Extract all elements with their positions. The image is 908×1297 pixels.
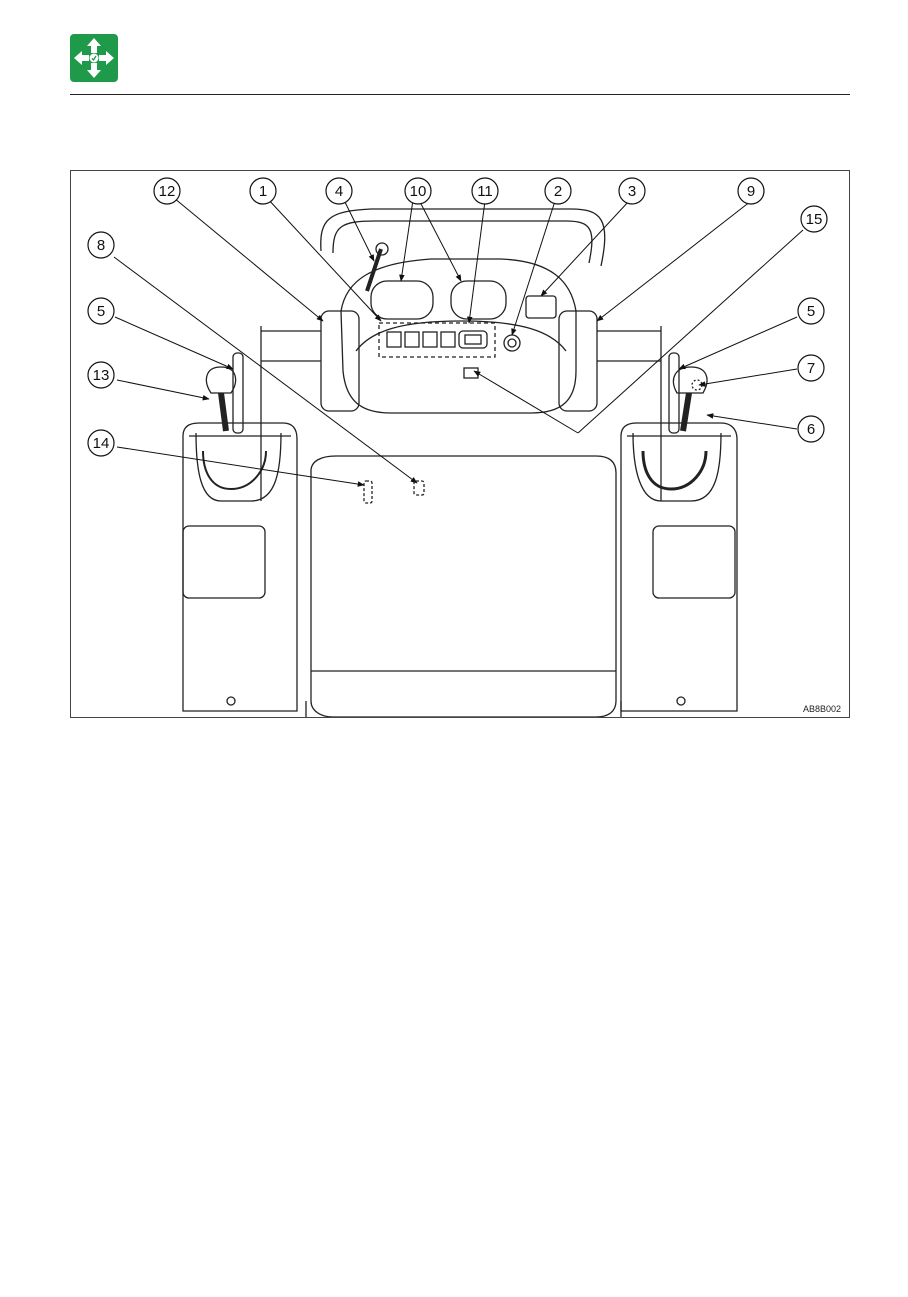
svg-text:1: 1 xyxy=(259,183,267,200)
operator-controls-figure: 12 1 4 10 11 2 xyxy=(70,170,850,718)
callout-3: 3 xyxy=(618,177,646,205)
callouts: 12 1 4 10 11 2 xyxy=(87,177,828,457)
section-icon xyxy=(70,34,118,82)
callout-1: 1 xyxy=(249,177,277,205)
svg-text:7: 7 xyxy=(807,360,815,377)
callout-6: 6 xyxy=(797,415,825,443)
callout-13: 13 xyxy=(87,361,115,389)
svg-text:12: 12 xyxy=(159,183,176,200)
callout-14: 14 xyxy=(87,429,115,457)
svg-text:14: 14 xyxy=(93,435,110,452)
svg-text:3: 3 xyxy=(628,183,636,200)
figure-id: AB8B002 xyxy=(803,704,841,714)
svg-text:4: 4 xyxy=(335,183,343,200)
operator-controls-drawing: 12 1 4 10 11 2 xyxy=(87,177,841,717)
svg-text:8: 8 xyxy=(97,237,105,254)
svg-text:11: 11 xyxy=(477,183,493,200)
callout-8: 8 xyxy=(87,231,115,259)
machine-outline xyxy=(182,208,738,717)
svg-text:9: 9 xyxy=(747,183,755,200)
callout-7: 7 xyxy=(797,354,825,382)
svg-text:13: 13 xyxy=(93,367,110,384)
callout-5-left: 5 xyxy=(87,297,115,325)
callout-12: 12 xyxy=(153,177,181,205)
callout-4: 4 xyxy=(325,177,353,205)
callout-9: 9 xyxy=(737,177,765,205)
svg-text:10: 10 xyxy=(410,183,427,200)
svg-text:15: 15 xyxy=(806,211,823,228)
header-divider xyxy=(70,94,850,95)
svg-text:2: 2 xyxy=(554,183,562,200)
callout-11: 11 xyxy=(471,177,499,205)
svg-text:5: 5 xyxy=(97,303,105,320)
callout-10: 10 xyxy=(404,177,432,205)
callout-5-right: 5 xyxy=(797,297,825,325)
svg-text:5: 5 xyxy=(807,303,815,320)
leader-lines xyxy=(113,197,804,487)
svg-text:6: 6 xyxy=(807,421,815,438)
callout-2: 2 xyxy=(544,177,572,205)
callout-15: 15 xyxy=(800,205,828,233)
four-direction-arrows-icon xyxy=(70,34,118,82)
